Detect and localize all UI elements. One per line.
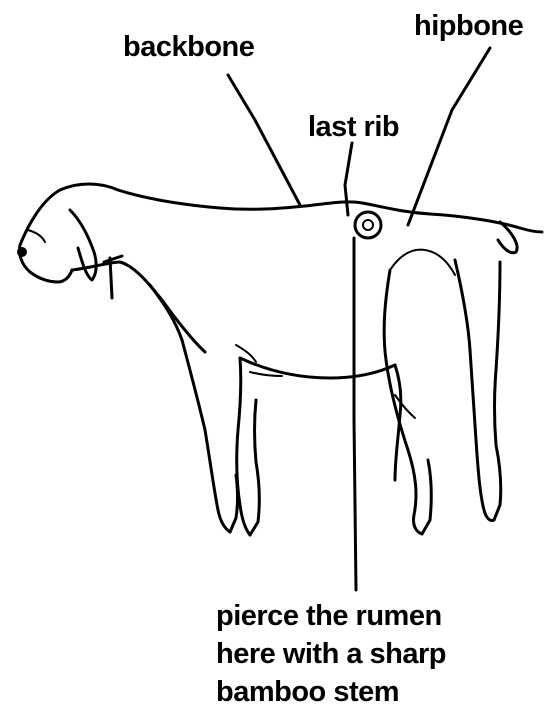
rumen-target-icon bbox=[355, 212, 381, 238]
backbone-pointer bbox=[228, 75, 300, 205]
goat-outline bbox=[17, 184, 542, 535]
instruction-line-2: here with a sharp bbox=[216, 635, 536, 673]
instruction-line-3: bamboo stem bbox=[216, 673, 536, 711]
label-instruction: pierce the rumen here with a sharp bambo… bbox=[216, 597, 536, 711]
instruction-pointer bbox=[354, 238, 356, 590]
last-rib-pointer bbox=[345, 143, 352, 215]
hipbone-pointer bbox=[408, 48, 490, 225]
label-hipbone: hipbone bbox=[414, 12, 523, 41]
label-last-rib: last rib bbox=[308, 113, 399, 142]
label-backbone: backbone bbox=[123, 33, 254, 62]
instruction-line-1: pierce the rumen bbox=[216, 597, 536, 635]
